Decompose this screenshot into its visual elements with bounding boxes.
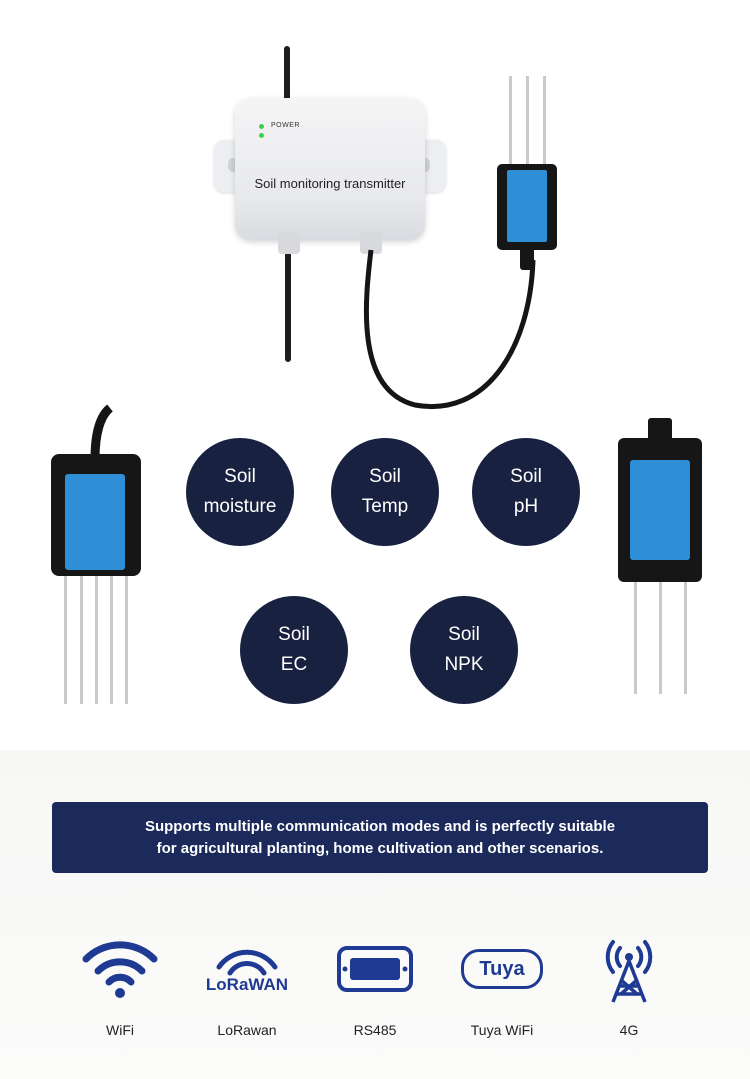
cable-gland <box>360 232 382 254</box>
comm-lorawan: LoRaWAN LoRawan <box>197 930 297 1038</box>
badge-line: Soil <box>369 466 401 487</box>
tuya-logo-text: Tuya <box>461 949 543 989</box>
moisture-sensor-image <box>618 418 702 694</box>
badge-line: Soil <box>448 624 480 645</box>
power-led-icon <box>259 124 264 142</box>
wifi-icon <box>70 930 170 1008</box>
badge-line: Soil <box>224 466 256 487</box>
cable-gland <box>278 232 300 254</box>
info-banner: Supports multiple communication modes an… <box>52 802 708 873</box>
rs485-icon <box>325 930 425 1008</box>
sensor-cable <box>363 249 536 410</box>
soil-ec-badge: Soil EC <box>240 596 348 704</box>
badge-line: Soil <box>510 466 542 487</box>
banner-line: Supports multiple communication modes an… <box>144 817 616 835</box>
tuya-icon: Tuya <box>452 930 552 1008</box>
comm-label: LoRawan <box>217 1022 277 1038</box>
comm-tuya: Tuya Tuya WiFi <box>452 930 552 1038</box>
badge-line: moisture <box>203 496 277 517</box>
comm-label: Tuya WiFi <box>470 1022 534 1038</box>
power-label: POWER <box>271 122 300 129</box>
soil-moisture-badge: Soil moisture <box>186 438 294 546</box>
badge-line: pH <box>513 496 539 517</box>
tower-icon <box>579 930 679 1008</box>
integrated-sensor-image <box>51 404 141 704</box>
badge-line: EC <box>280 654 308 675</box>
comm-label: WiFi <box>106 1022 134 1038</box>
antenna-image <box>284 46 291 362</box>
comm-wifi: WiFi <box>70 930 170 1038</box>
comm-label: RS485 <box>353 1022 397 1038</box>
lorawan-logo-text: LoRaWAN <box>205 975 289 994</box>
soil-npk-badge: Soil NPK <box>410 596 518 704</box>
comm-rs485: RS485 <box>325 930 425 1038</box>
comm-4g: 4G <box>579 930 679 1038</box>
lorawan-icon: LoRaWAN <box>197 930 297 1008</box>
soil-temp-badge: Soil Temp <box>331 438 439 546</box>
banner-line: for agricultural planting, home cultivat… <box>156 839 604 857</box>
transmitter-title: Soil monitoring transmitter <box>254 176 406 191</box>
badge-line: NPK <box>444 654 484 675</box>
badge-line: Temp <box>361 496 409 517</box>
badge-line: Soil <box>278 624 310 645</box>
moisture-probe-small-image <box>497 76 557 270</box>
soil-ph-badge: Soil pH <box>472 438 580 546</box>
comm-label: 4G <box>619 1022 639 1038</box>
transmitter-box: POWER Soil monitoring transmitter <box>235 98 425 240</box>
